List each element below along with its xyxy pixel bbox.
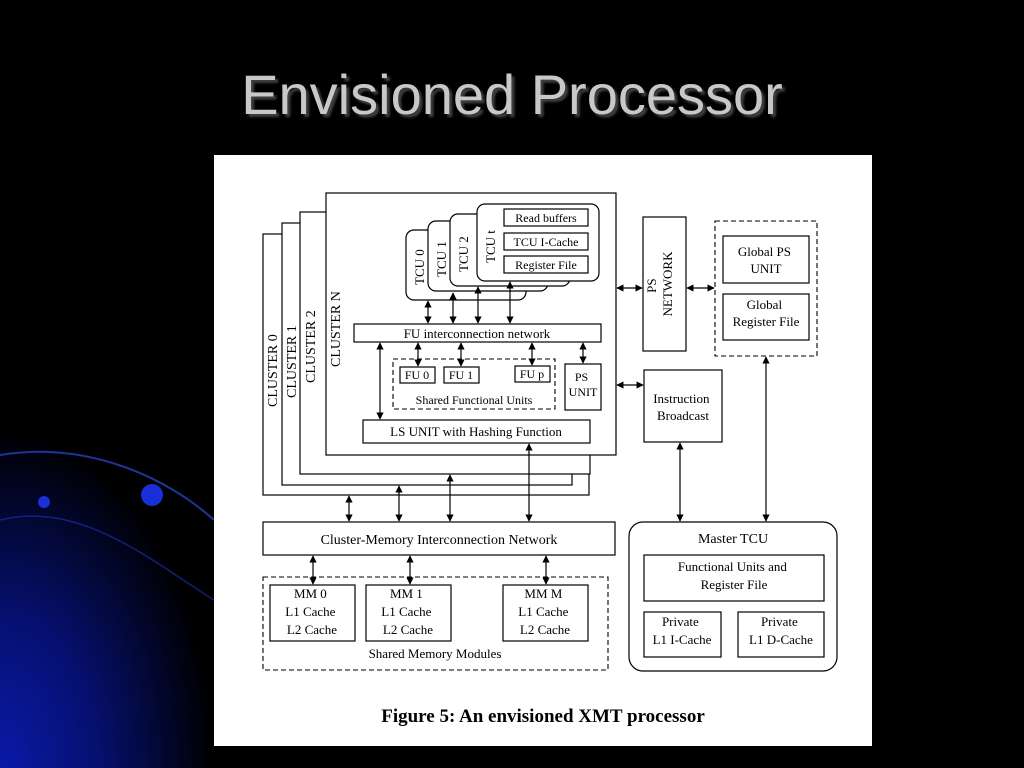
background-arc <box>0 515 215 601</box>
background-arc <box>0 450 215 521</box>
mm-m-box <box>502 584 589 642</box>
fu-network-box <box>353 323 602 343</box>
tcu-icache-label: TCU I-Cache <box>514 235 579 249</box>
ps-network-label: PS NETWORK <box>644 251 675 317</box>
background-orb <box>38 496 50 508</box>
shared-memory-group <box>262 576 609 671</box>
private-icache-box <box>643 611 722 658</box>
slide-title: Envisioned Processor <box>241 63 783 126</box>
mm-1-box <box>365 584 452 642</box>
background-orb <box>141 484 163 506</box>
ls-unit-box <box>362 419 591 444</box>
background-swoosh <box>0 430 214 768</box>
shared-memory-label: Shared Memory Modules <box>369 646 502 661</box>
mm-1-label: MM 1 L1 Cache L2 Cache <box>381 586 434 637</box>
mm-0-box <box>269 584 356 642</box>
private-icache-label: Private L1 I-Cache <box>653 614 712 647</box>
global-register-file-box <box>722 293 810 341</box>
cluster-0-label: CLUSTER 0 <box>266 334 281 407</box>
fu-1-box <box>443 366 480 384</box>
fu-0-box <box>399 366 436 384</box>
tcu-t-label: TCU t <box>483 230 498 263</box>
shared-fu-label: Shared Functional Units <box>416 393 533 407</box>
figure-panel: CLUSTER 0 CLUSTER 1 CLUSTER 2 CLUSTER N … <box>214 155 872 746</box>
tcu-1-label: TCU 1 <box>434 241 449 277</box>
ls-unit-label: LS UNIT with Hashing Function <box>390 424 562 439</box>
tcu-register-file-label: Register File <box>515 258 577 272</box>
master-fu-regfile-label: Functional Units and Register File <box>678 559 790 592</box>
fu-p-box <box>514 365 551 383</box>
global-register-file-label: Global Register File <box>733 297 800 329</box>
instruction-broadcast-box <box>643 369 723 443</box>
ps-network-box <box>642 216 687 352</box>
tcu-2-label: TCU 2 <box>456 236 471 272</box>
cluster-memory-network-label: Cluster-Memory Interconnection Network <box>321 533 558 548</box>
private-dcache-box <box>737 611 825 658</box>
tcu-register-file-box <box>503 255 589 274</box>
fu-network-label: FU interconnection network <box>404 326 551 341</box>
global-ps-unit-label: Global PS UNIT <box>738 244 794 276</box>
read-buffers-box <box>503 208 589 227</box>
fu-0-label: FU 0 <box>405 368 429 382</box>
cluster-n-label: CLUSTER N <box>329 291 344 367</box>
mm-m-label: MM M L1 Cache L2 Cache <box>518 586 571 637</box>
xmt-diagram: CLUSTER 0 CLUSTER 1 CLUSTER 2 CLUSTER N … <box>262 192 838 672</box>
mm-0-label: MM 0 L1 Cache L2 Cache <box>285 586 338 637</box>
ps-unit-label: PS UNIT <box>569 370 598 399</box>
cluster-memory-network-box <box>262 521 616 556</box>
cluster-1-label: CLUSTER 1 <box>285 325 300 398</box>
tcu-0-label: TCU 0 <box>412 249 427 285</box>
tcu-icache-box <box>503 232 589 251</box>
fu-1-label: FU 1 <box>449 368 473 382</box>
global-ps-unit-box <box>722 235 810 284</box>
shared-fu-group <box>392 358 556 410</box>
master-tcu-title: Master TCU <box>698 532 768 547</box>
master-fu-regfile-box <box>643 554 825 602</box>
global-units-group <box>714 220 818 357</box>
instruction-broadcast-label: Instruction Broadcast <box>653 391 713 423</box>
read-buffers-label: Read buffers <box>515 211 577 225</box>
ps-unit-box <box>564 363 602 411</box>
cluster-2-label: CLUSTER 2 <box>304 310 319 383</box>
private-dcache-label: Private L1 D-Cache <box>749 614 813 647</box>
fu-p-label: FU p <box>520 367 544 381</box>
figure-caption: Figure 5: An envisioned XMT processor <box>381 706 705 727</box>
